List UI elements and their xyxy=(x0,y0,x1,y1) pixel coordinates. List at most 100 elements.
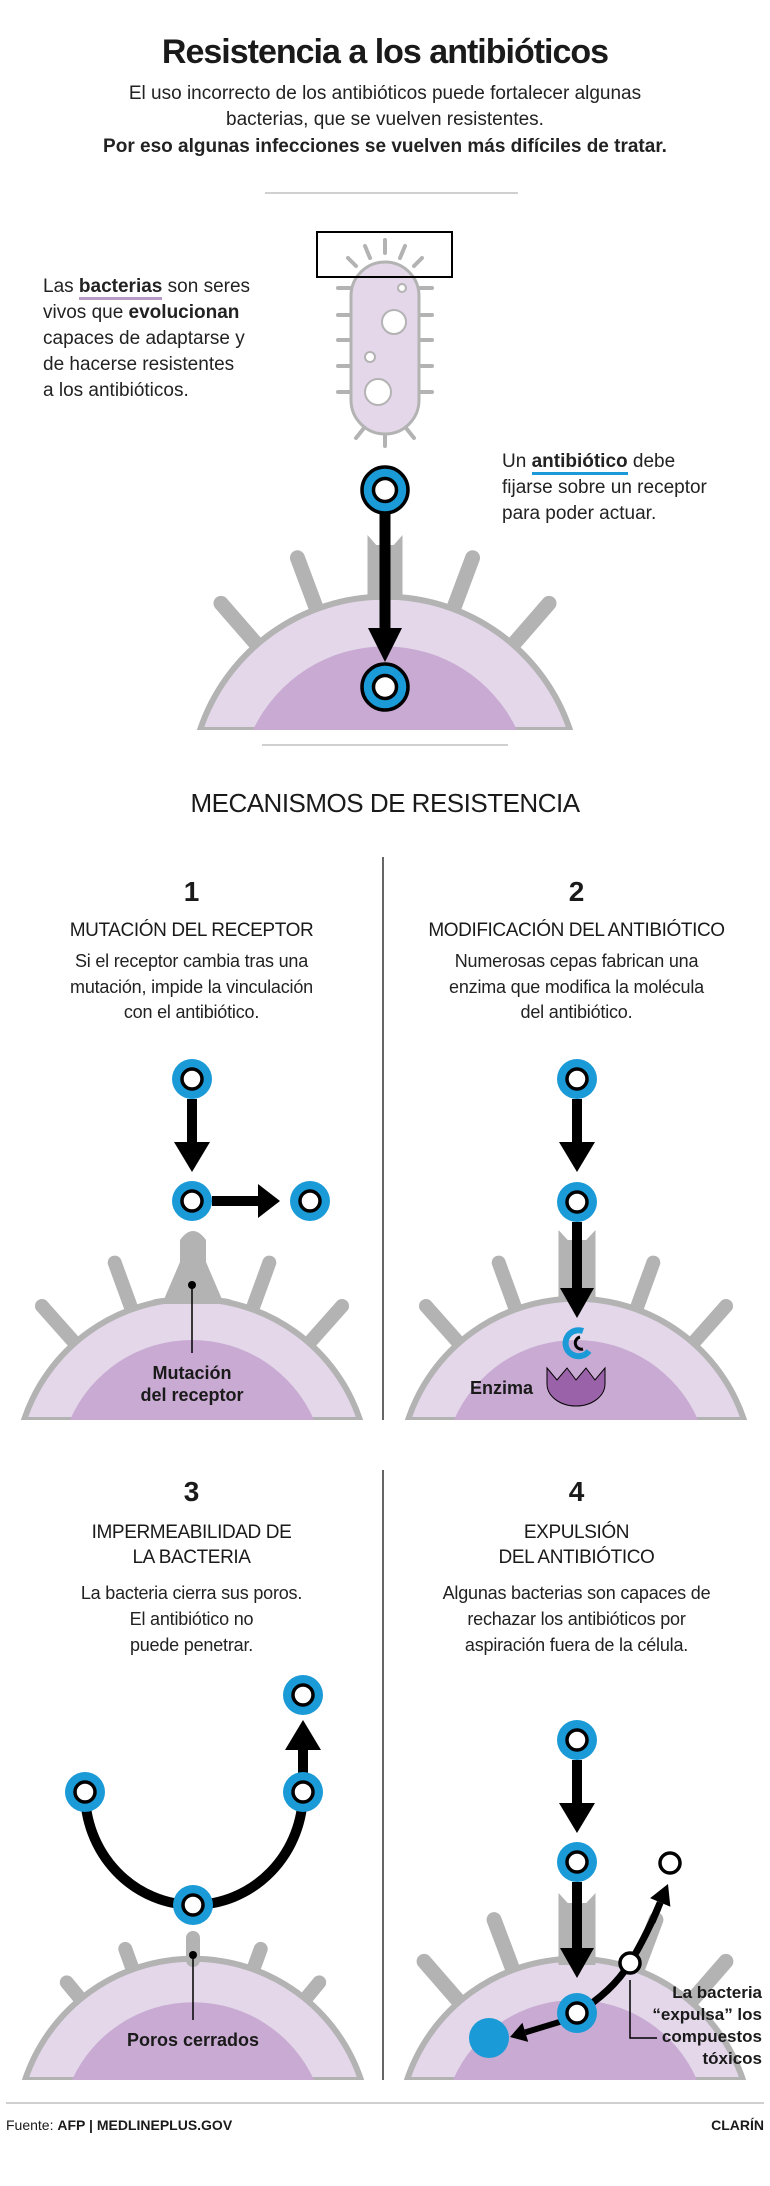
subtitle-line: El uso incorrecto de los antibióticos pu… xyxy=(128,83,642,104)
mechanism-desc: La bacteria cierra sus poros. El antibió… xyxy=(0,1580,383,1658)
mechanism-desc: Si el receptor cambia tras una mutación,… xyxy=(0,949,383,1026)
antibiotic-text: Un antibiótico debe fijarse sobre un rec… xyxy=(502,449,707,527)
text-line: a los antibióticos. xyxy=(43,380,189,401)
mechanism-number: 2 xyxy=(568,876,585,907)
flagellum xyxy=(363,244,372,260)
text-line: de hacerse resistentes xyxy=(43,354,235,375)
desc-line: aspiración fuera de la célula. xyxy=(464,1635,689,1655)
panel4-cell-cytoplasm xyxy=(453,1999,697,2080)
antibiotic-icon xyxy=(557,1842,597,1882)
flagellum xyxy=(404,426,416,440)
mechanisms-title: MECANISMOS DE RESISTENCIA xyxy=(190,788,580,818)
page-title: Resistencia a los antibióticos xyxy=(161,33,609,71)
desc-line: La bacteria cierra sus poros. xyxy=(80,1583,303,1603)
cell-base xyxy=(18,1420,366,1428)
arrow-right-icon xyxy=(212,1184,280,1218)
text-line: Las bacterias son seres xyxy=(43,274,250,300)
cell-spike xyxy=(680,1953,734,2013)
enzyme-icon xyxy=(546,1366,606,1407)
pointer-line xyxy=(629,1980,657,2039)
heading-line: IMPERMEABILIDAD DE xyxy=(91,1522,292,1543)
antibiotic-icon xyxy=(557,1993,597,2033)
mechanism-number: 4 xyxy=(568,1476,585,1507)
mechanism-number: 3 xyxy=(183,1476,200,1507)
desc-line: puede penetrar. xyxy=(129,1635,254,1655)
antibiotico-keyword: antibiótico xyxy=(531,451,628,475)
text: vivos que xyxy=(43,302,129,323)
text-line: capaces de adaptarse y xyxy=(43,328,245,349)
heading-line: EXPULSIÓN xyxy=(523,1522,630,1543)
cell-base xyxy=(19,2080,367,2088)
cell-base xyxy=(401,2080,749,2088)
text-line: vivos que evolucionan xyxy=(43,300,250,326)
antibiotic-icon xyxy=(172,1059,212,1099)
mutation-label: Mutación del receptor xyxy=(122,1362,262,1406)
arrow-down-icon xyxy=(559,1760,595,1833)
cell-base xyxy=(194,730,576,738)
antibiotic-icon xyxy=(557,1720,597,1760)
footer: Fuente: AFP | MEDLINEPLUS.GOV CLARÍN xyxy=(6,2116,764,2134)
label-line: del receptor xyxy=(140,1385,244,1405)
label-line: tóxicos xyxy=(702,2049,762,2068)
antibiotic-icon xyxy=(172,1181,212,1221)
antibiotic-icon xyxy=(557,1182,597,1222)
mutated-receptor-base xyxy=(162,1250,224,1304)
mechanism-heading: IMPERMEABILIDAD DE LA BACTERIA xyxy=(0,1520,383,1570)
cell-spike xyxy=(486,1912,522,1982)
text: Un xyxy=(502,451,532,472)
mechanism-number: 1 xyxy=(183,876,200,907)
flagellum xyxy=(412,256,424,268)
mechanism-desc: Algunas bacterias son capaces de rechaza… xyxy=(383,1580,770,1658)
heading-line: DEL ANTIBIÓTICO xyxy=(498,1547,655,1568)
pump-compound xyxy=(618,1951,642,1975)
arrow-down-icon xyxy=(174,1099,210,1172)
subtitle-line: bacterias, que se vuelven resistentes. xyxy=(226,109,544,130)
antibiotic-icon xyxy=(283,1675,323,1715)
cell-spike xyxy=(416,1953,470,2013)
brand: CLARÍN xyxy=(711,2117,764,2133)
label-line: La bacteria xyxy=(672,1983,762,2002)
flagellum xyxy=(354,426,366,440)
label-line: “expulsa” los xyxy=(652,2005,762,2024)
cell-base xyxy=(402,1420,750,1428)
source-label: Fuente: xyxy=(6,2117,58,2133)
desc-line: Si el receptor cambia tras una xyxy=(74,951,309,971)
desc-line: Algunas bacterias son capaces de xyxy=(442,1583,711,1603)
evolucionan-keyword: evolucionan xyxy=(128,302,240,323)
heading-line: LA BACTERIA xyxy=(132,1547,251,1568)
antibiotic-icon xyxy=(173,1885,213,1925)
arrow-out-icon xyxy=(648,1884,671,1924)
antibiotic-icon xyxy=(283,1772,323,1812)
desc-line: con el antibiótico. xyxy=(123,1002,260,1022)
desc-line: enzima que modifica la molécula xyxy=(449,976,704,997)
broken-antibiotic-icon xyxy=(562,1327,592,1360)
mechanism-desc: Numerosas cepas fabrican una enzima que … xyxy=(383,949,770,1026)
mechanism-heading: MUTACIÓN DEL RECEPTOR xyxy=(69,920,314,941)
desc-line: mutación, impide la vinculación xyxy=(70,976,313,997)
desc-line: Numerosas cepas fabrican una xyxy=(454,951,699,971)
arrow-down-icon xyxy=(559,1099,595,1172)
bacteria-text: Las bacterias son seres vivos que evoluc… xyxy=(43,274,250,404)
text: son seres xyxy=(162,276,251,297)
text: Las xyxy=(43,276,79,297)
desc-line: del antibiótico. xyxy=(520,1002,633,1022)
enzyme-label: Enzima xyxy=(470,1378,534,1398)
mechanism-heading: EXPULSIÓN DEL ANTIBIÓTICO xyxy=(383,1520,770,1570)
toxic-compound xyxy=(469,2018,509,2058)
text: debe xyxy=(627,451,676,472)
source-value: AFP | MEDLINEPLUS.GOV xyxy=(57,2117,233,2133)
arrow-down-icon xyxy=(560,1222,594,1318)
panel3-cell-cytoplasm xyxy=(72,2002,314,2080)
flagellum xyxy=(346,256,358,268)
antibiotic-icon xyxy=(65,1772,105,1812)
antibiotic-bound-icon xyxy=(360,662,410,712)
desc-line: rechazar los antibióticos por xyxy=(467,1609,686,1629)
text-line: fijarse sobre un receptor xyxy=(502,477,707,498)
label-line: compuestos xyxy=(661,2027,762,2046)
antibiotic-icon xyxy=(360,465,410,515)
flagellum xyxy=(398,244,407,260)
bacterias-keyword: bacterias xyxy=(78,276,163,300)
mechanism-heading: MODIFICACIÓN DEL ANTIBIÓTICO xyxy=(428,920,725,941)
bacterium-illustration xyxy=(336,238,434,448)
